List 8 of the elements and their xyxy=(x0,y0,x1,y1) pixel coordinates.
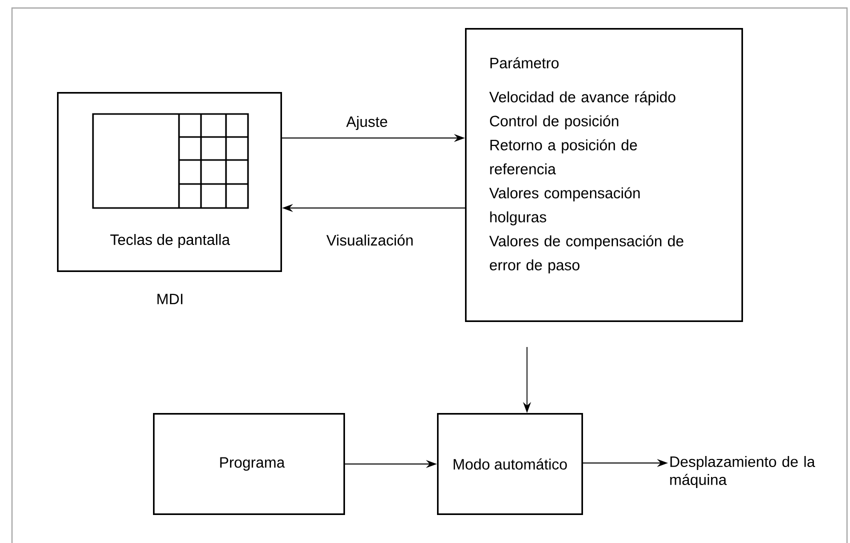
edge-label: Visualización xyxy=(325,233,415,247)
process-box: Programa xyxy=(153,413,345,515)
process-box: Modo automático xyxy=(437,413,583,515)
parameter-box: Parámetro Velocidad de avance rápido Control de posición Retorno a posición de referencia Valores compensación holguras Valores de compensación de error de paso xyxy=(465,28,744,322)
node-label: MDI xyxy=(157,294,182,304)
edge-label: Ajuste xyxy=(345,115,389,131)
mdi-box: Teclas de pantalla xyxy=(57,92,282,272)
output-text: Desplazamiento de la máquina xyxy=(670,456,816,488)
